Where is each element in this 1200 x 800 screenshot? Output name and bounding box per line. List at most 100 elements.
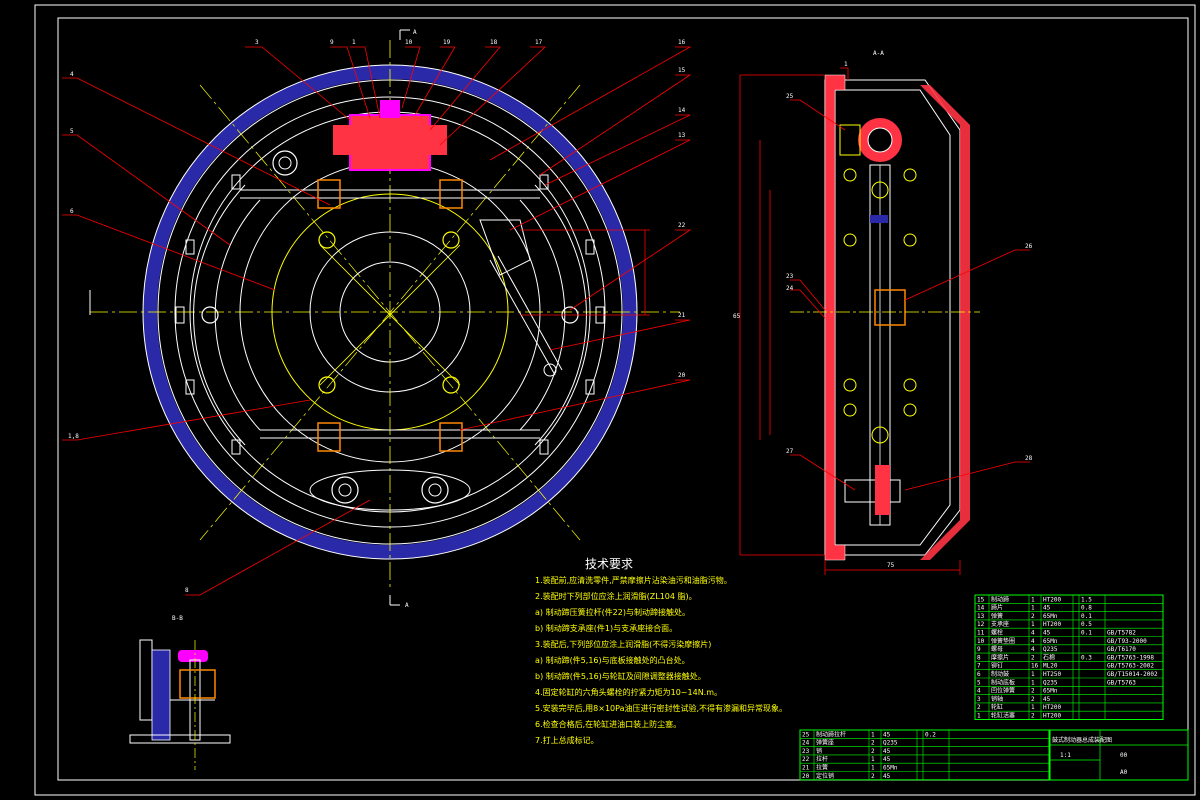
bom-cell: 4 xyxy=(1031,630,1035,637)
bom-cell: HT200 xyxy=(1043,621,1061,628)
bom-cell: 16 xyxy=(1031,663,1039,670)
tech-req-item: a) 制动蹄压簧拉杆(件22)与制动蹄接触处。 xyxy=(535,607,690,617)
bom-cell: HT250 xyxy=(1043,671,1061,678)
section-mark-bottom: A xyxy=(405,602,409,609)
inner-frame xyxy=(57,17,1189,781)
tech-req-item: 6.检查合格后,在轮缸进油口装上防尘塞。 xyxy=(535,719,681,729)
svg-text:20: 20 xyxy=(678,372,686,379)
front-view: A A xyxy=(89,29,680,609)
bom-cell: 21 xyxy=(802,765,810,772)
bom-cell: 24 xyxy=(802,740,810,747)
bom-cell: 12 xyxy=(977,621,985,628)
tech-req-item: 1.装配前,应清洗零件,严禁摩擦片沾染油污和油脂污物。 xyxy=(535,575,732,585)
bom-cell: 0.1 xyxy=(1081,630,1092,637)
bom-cell: 45 xyxy=(1043,630,1051,637)
bom-cell: 1.5 xyxy=(1081,596,1092,603)
bom-cell: 2 xyxy=(871,748,875,755)
bom-cell: Q235 xyxy=(1043,679,1058,686)
bom-cell: 螺母 xyxy=(991,645,1003,653)
bom-cell: 14 xyxy=(977,605,985,612)
bom-cell: 轮缸 xyxy=(991,703,1003,711)
bom-cell: 1 xyxy=(1031,671,1035,678)
bom-cell: 回位弹簧 xyxy=(991,687,1015,695)
bom-cell: 弹簧垫圈 xyxy=(991,637,1015,645)
bom-cell: HT200 xyxy=(1043,596,1061,603)
bom-cell: 65Mn xyxy=(883,765,898,772)
svg-text:24: 24 xyxy=(786,285,794,292)
bom-cell: 螺栓 xyxy=(991,629,1003,637)
bom-cell: 铆钉 xyxy=(991,662,1003,670)
tech-req-item: 4.固定轮缸的六角头螺栓的拧紧力矩为10~14N.m。 xyxy=(535,687,722,697)
bom-cell: 2 xyxy=(1031,696,1035,703)
svg-text:1,8: 1,8 xyxy=(68,433,79,440)
bom-cell: Q235 xyxy=(883,740,898,747)
bom-cell: 1 xyxy=(871,731,875,738)
tech-requirements: 技术要求 1.装配前,应清洗零件,严禁摩擦片沾染油污和油脂污物。 2.装配时下列… xyxy=(535,557,787,745)
bom-cell: 13 xyxy=(977,613,985,620)
svg-text:18: 18 xyxy=(490,39,498,46)
bom-cell: GB/T93-2000 xyxy=(1107,638,1147,645)
bom-cell: GB/T5763-1998 xyxy=(1107,654,1154,661)
bom-cell: 45 xyxy=(883,748,891,755)
bom-cell: 2 xyxy=(1031,613,1035,620)
tech-req-title: 技术要求 xyxy=(585,557,633,571)
bom-cell: 9 xyxy=(977,646,981,653)
svg-text:23: 23 xyxy=(786,273,794,280)
title-block: 鼓式制动器总成装配图 00 1:1 A0 xyxy=(1049,729,1189,781)
bom-cell: 6 xyxy=(977,671,981,678)
side-view-title: A-A xyxy=(873,50,884,57)
svg-text:5: 5 xyxy=(70,128,74,135)
bom-cell: 4 xyxy=(1031,646,1035,653)
bom-cell: 15 xyxy=(977,596,985,603)
tech-req-item: 3.装配后,下列部位应涂上润滑脂(不得污染摩擦片) xyxy=(535,639,711,649)
bom-cell: 1 xyxy=(977,713,981,720)
bom-cell: 定位销 xyxy=(816,772,834,780)
svg-text:19: 19 xyxy=(443,39,451,46)
bom-cell: 拉簧 xyxy=(816,764,828,772)
bom-cell: 45 xyxy=(883,773,891,780)
tech-req-item: 7.打上总成标记。 xyxy=(535,735,599,745)
bom-cell: GB/T15014-2002 xyxy=(1107,671,1158,678)
front-part-labels: 3 4 5 6 1,8 9 8 1 10 19 18 17 16 15 14 1… xyxy=(68,39,686,594)
svg-text:17: 17 xyxy=(535,39,543,46)
svg-text:21: 21 xyxy=(678,312,686,319)
bom-cell: HT200 xyxy=(1043,713,1061,720)
bom-cell: 支承座 xyxy=(991,620,1009,628)
bom-cell: 1 xyxy=(871,756,875,763)
bom-cell: 1 xyxy=(871,765,875,772)
bom-cell: 弹簧座 xyxy=(816,739,834,747)
svg-text:1: 1 xyxy=(844,61,848,68)
bom-cell: 2 xyxy=(1031,688,1035,695)
bom-cell: 2 xyxy=(1031,654,1035,661)
bom-cell: 23 xyxy=(802,748,810,755)
bom-cell: 22 xyxy=(802,756,810,763)
bom-cell: GB/T5763-2002 xyxy=(1107,663,1154,670)
bom-cell: 4 xyxy=(977,688,981,695)
svg-text:22: 22 xyxy=(678,222,686,229)
bom-cell: 石棉 xyxy=(1043,653,1055,661)
front-leaders xyxy=(62,46,692,596)
svg-text:1: 1 xyxy=(352,39,356,46)
svg-text:15: 15 xyxy=(678,67,686,74)
bom-cell: 制动鼓 xyxy=(991,670,1009,678)
svg-text:9: 9 xyxy=(330,39,334,46)
bom-cell: 20 xyxy=(802,773,810,780)
svg-text:10: 10 xyxy=(405,39,413,46)
outer-frame xyxy=(34,4,1196,796)
side-part-labels: 1 25 23 24 26 27 28 xyxy=(786,61,1033,462)
tech-req-item: 5.安装完毕后,用8×10Pa油压进行密封性试验,不得有渗漏和异常现象。 xyxy=(535,703,787,713)
bom-cell: 1 xyxy=(1031,605,1035,612)
bom-cell: 45 xyxy=(1043,696,1051,703)
bom-cell: 制动底板 xyxy=(991,678,1015,686)
bom-cell: 0.1 xyxy=(1081,613,1092,620)
bom-cell: 45 xyxy=(883,731,891,738)
bom-cell: 弹簧 xyxy=(991,612,1003,620)
bom-cell: 7 xyxy=(977,663,981,670)
bom-cell: 2 xyxy=(977,704,981,711)
bom-cell: 制动蹄 xyxy=(991,595,1009,603)
bom-cell: 0.3 xyxy=(1081,654,1092,661)
side-dim-height: 65 xyxy=(733,313,741,320)
